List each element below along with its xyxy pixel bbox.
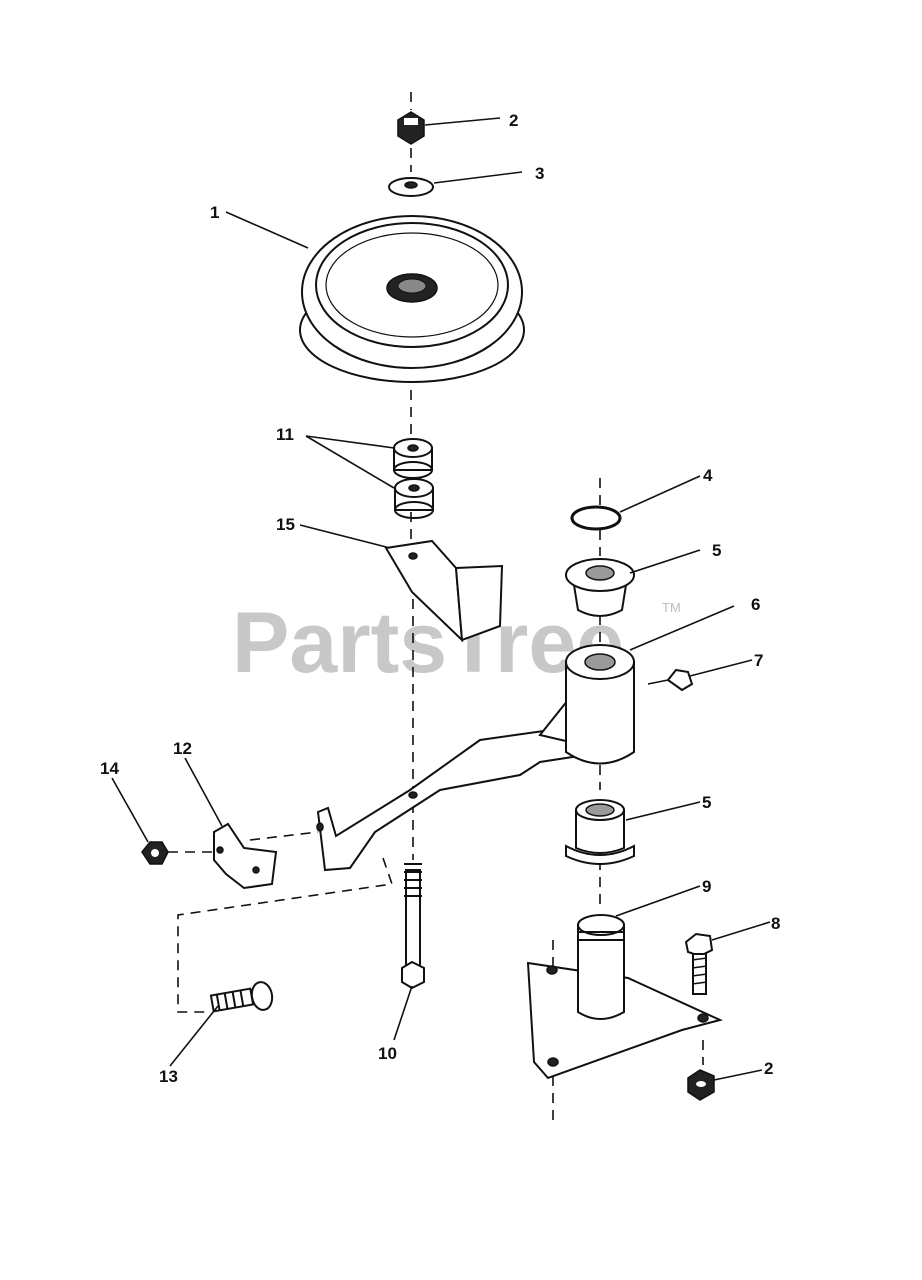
callout-1: 1 — [210, 203, 219, 222]
spacer-lower — [394, 478, 434, 519]
hex-bolt — [684, 932, 714, 995]
belt-guide-bracket — [384, 539, 504, 643]
pivot-mount-plate — [526, 914, 723, 1080]
callout-8: 8 — [771, 914, 780, 933]
flange-bushing-lower — [565, 799, 635, 865]
callout-2-top: 2 — [509, 111, 518, 130]
spacer-upper — [393, 438, 433, 479]
hex-nut-bottom — [687, 1069, 715, 1101]
callout-10: 10 — [378, 1044, 397, 1063]
callout-6: 6 — [751, 595, 760, 614]
callout-15: 15 — [276, 515, 295, 534]
callout-9: 9 — [702, 877, 711, 896]
flange-screw — [209, 981, 274, 1013]
callout-3: 3 — [535, 164, 544, 183]
leader-lines — [111, 117, 771, 1081]
callout-14: 14 — [100, 759, 119, 778]
callout-4: 4 — [703, 466, 713, 485]
flange-bushing-upper — [565, 558, 635, 617]
callout-labels: 2 3 1 11 4 15 5 6 7 12 14 5 9 8 13 10 2 — [100, 111, 780, 1086]
watermark: PartsTree TM — [232, 595, 681, 691]
callout-12: 12 — [173, 739, 192, 758]
watermark-text: PartsTree — [232, 595, 624, 691]
washer — [388, 177, 434, 197]
idler-pulley — [299, 215, 525, 383]
hex-nut-bracket — [141, 841, 169, 865]
grease-fitting — [647, 668, 694, 692]
callout-2-bottom: 2 — [764, 1059, 773, 1078]
callout-5-bottom: 5 — [702, 793, 711, 812]
watermark-trademark: TM — [662, 600, 681, 615]
hex-nut-top — [397, 111, 425, 145]
idler-bracket — [213, 822, 278, 890]
retaining-ring — [570, 505, 622, 531]
shoulder-bolt — [401, 863, 425, 990]
callout-13: 13 — [159, 1067, 178, 1086]
callout-11: 11 — [276, 425, 294, 444]
callout-5-top: 5 — [712, 541, 721, 560]
callout-7: 7 — [754, 651, 763, 670]
idler-arm — [316, 644, 635, 872]
